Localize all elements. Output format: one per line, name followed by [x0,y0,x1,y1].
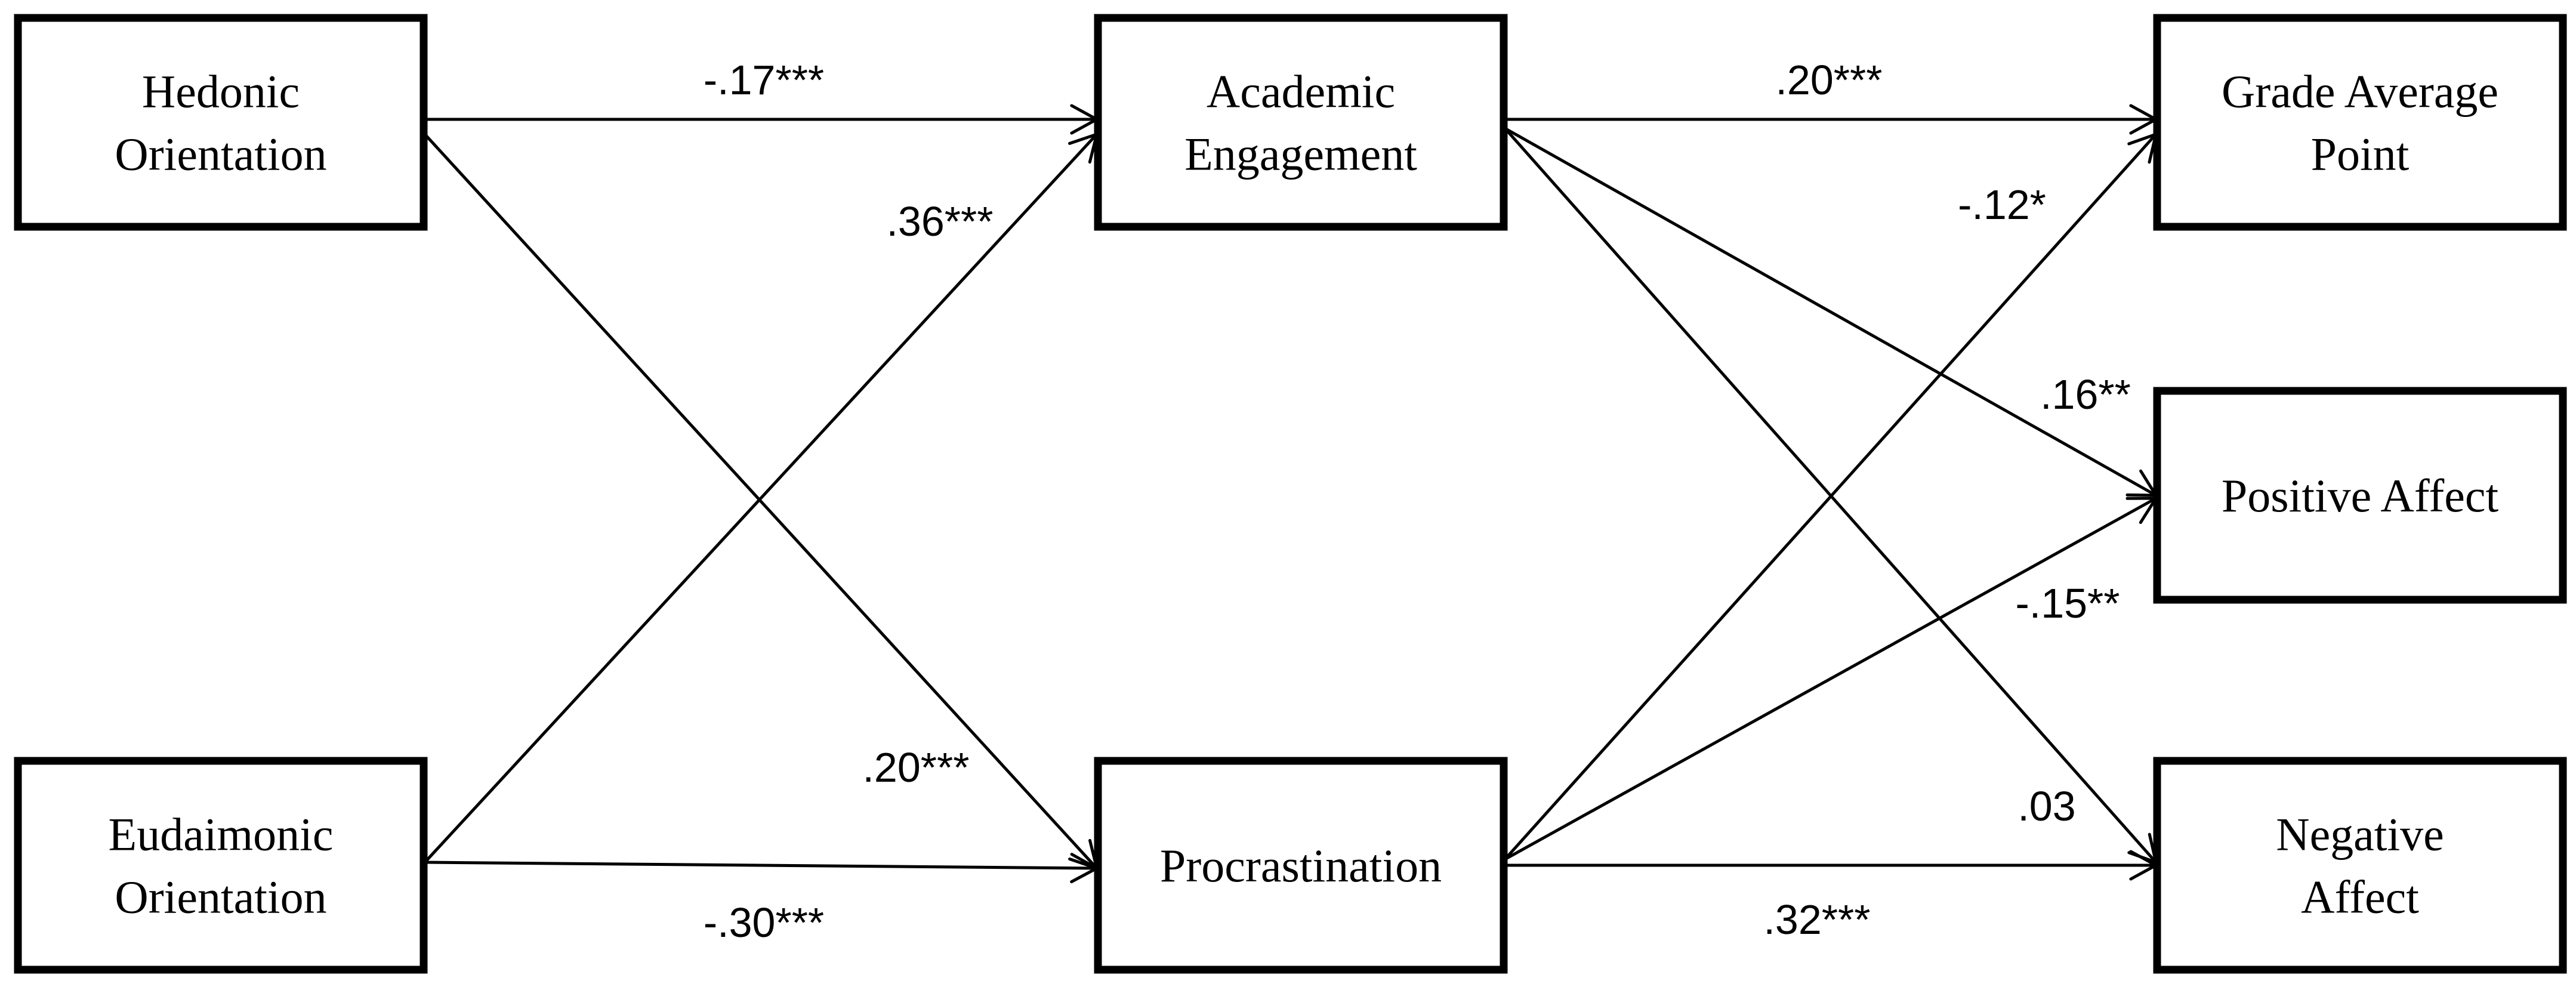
node-box [1094,757,1508,974]
node-box [14,757,428,974]
node-box [1094,14,1508,231]
path-line [1504,496,2157,861]
path-line [424,133,1098,869]
coefficient-eudaimonic-procrastination: -.30*** [704,899,824,946]
node-label: Negative [2276,809,2444,861]
path-engagement-gpa [1505,104,2158,135]
node-label: Positive Affect [2222,470,2499,522]
node-label: Grade Average [2222,66,2498,118]
node-label: Hedonic [142,66,300,118]
coefficient-procrastination-gpa: -.12* [1958,181,2046,228]
node-procrastination: Procrastination [1094,757,1508,974]
node-label: Affect [2301,871,2419,923]
node-box [2153,14,2567,231]
paths-layer [424,104,2158,884]
coefficient-eudaimonic-engagement: .36*** [886,198,993,245]
node-box [2153,757,2567,974]
path-line [1504,127,2157,863]
path-line [424,861,1097,870]
node-label: Academic [1207,66,1395,118]
path-line [1504,127,2157,497]
node-label: Engagement [1184,128,1417,180]
coefficient-procrastination-positive: -.15** [2015,580,2120,627]
path-engagement-positive [1504,127,2158,497]
node-label: Eudaimonic [109,809,334,861]
coefficient-engagement-negative: .03 [2017,783,2075,829]
coefficient-labels-layer: -.17*** .36*** .20*** -.30*** .20*** -.12* .16… [704,57,2131,946]
path-hedonic-engagement [425,104,1099,135]
coefficient-hedonic-engagement: -.17*** [704,57,824,103]
node-label: Point [2311,128,2410,180]
node-label: Orientation [115,128,326,180]
coefficient-procrastination-negative: .32*** [1763,896,1870,943]
node-positive: Positive Affect [2153,387,2567,604]
path-procrastination-negative [1505,850,2158,881]
node-box [14,14,428,231]
path-eudaimonic-procrastination [424,853,1099,884]
coefficient-hedonic-procrastination: .20*** [862,744,969,791]
node-label: Procrastination [1160,840,1442,892]
node-box [2153,387,2567,604]
path-line [424,133,1098,863]
coefficient-engagement-positive: .16** [2040,371,2131,418]
node-label: Orientation [115,871,326,923]
nodes-layer: HedonicOrientationEudaimonicOrientationA… [14,14,2567,974]
coefficient-engagement-gpa: .20*** [1775,57,1882,103]
